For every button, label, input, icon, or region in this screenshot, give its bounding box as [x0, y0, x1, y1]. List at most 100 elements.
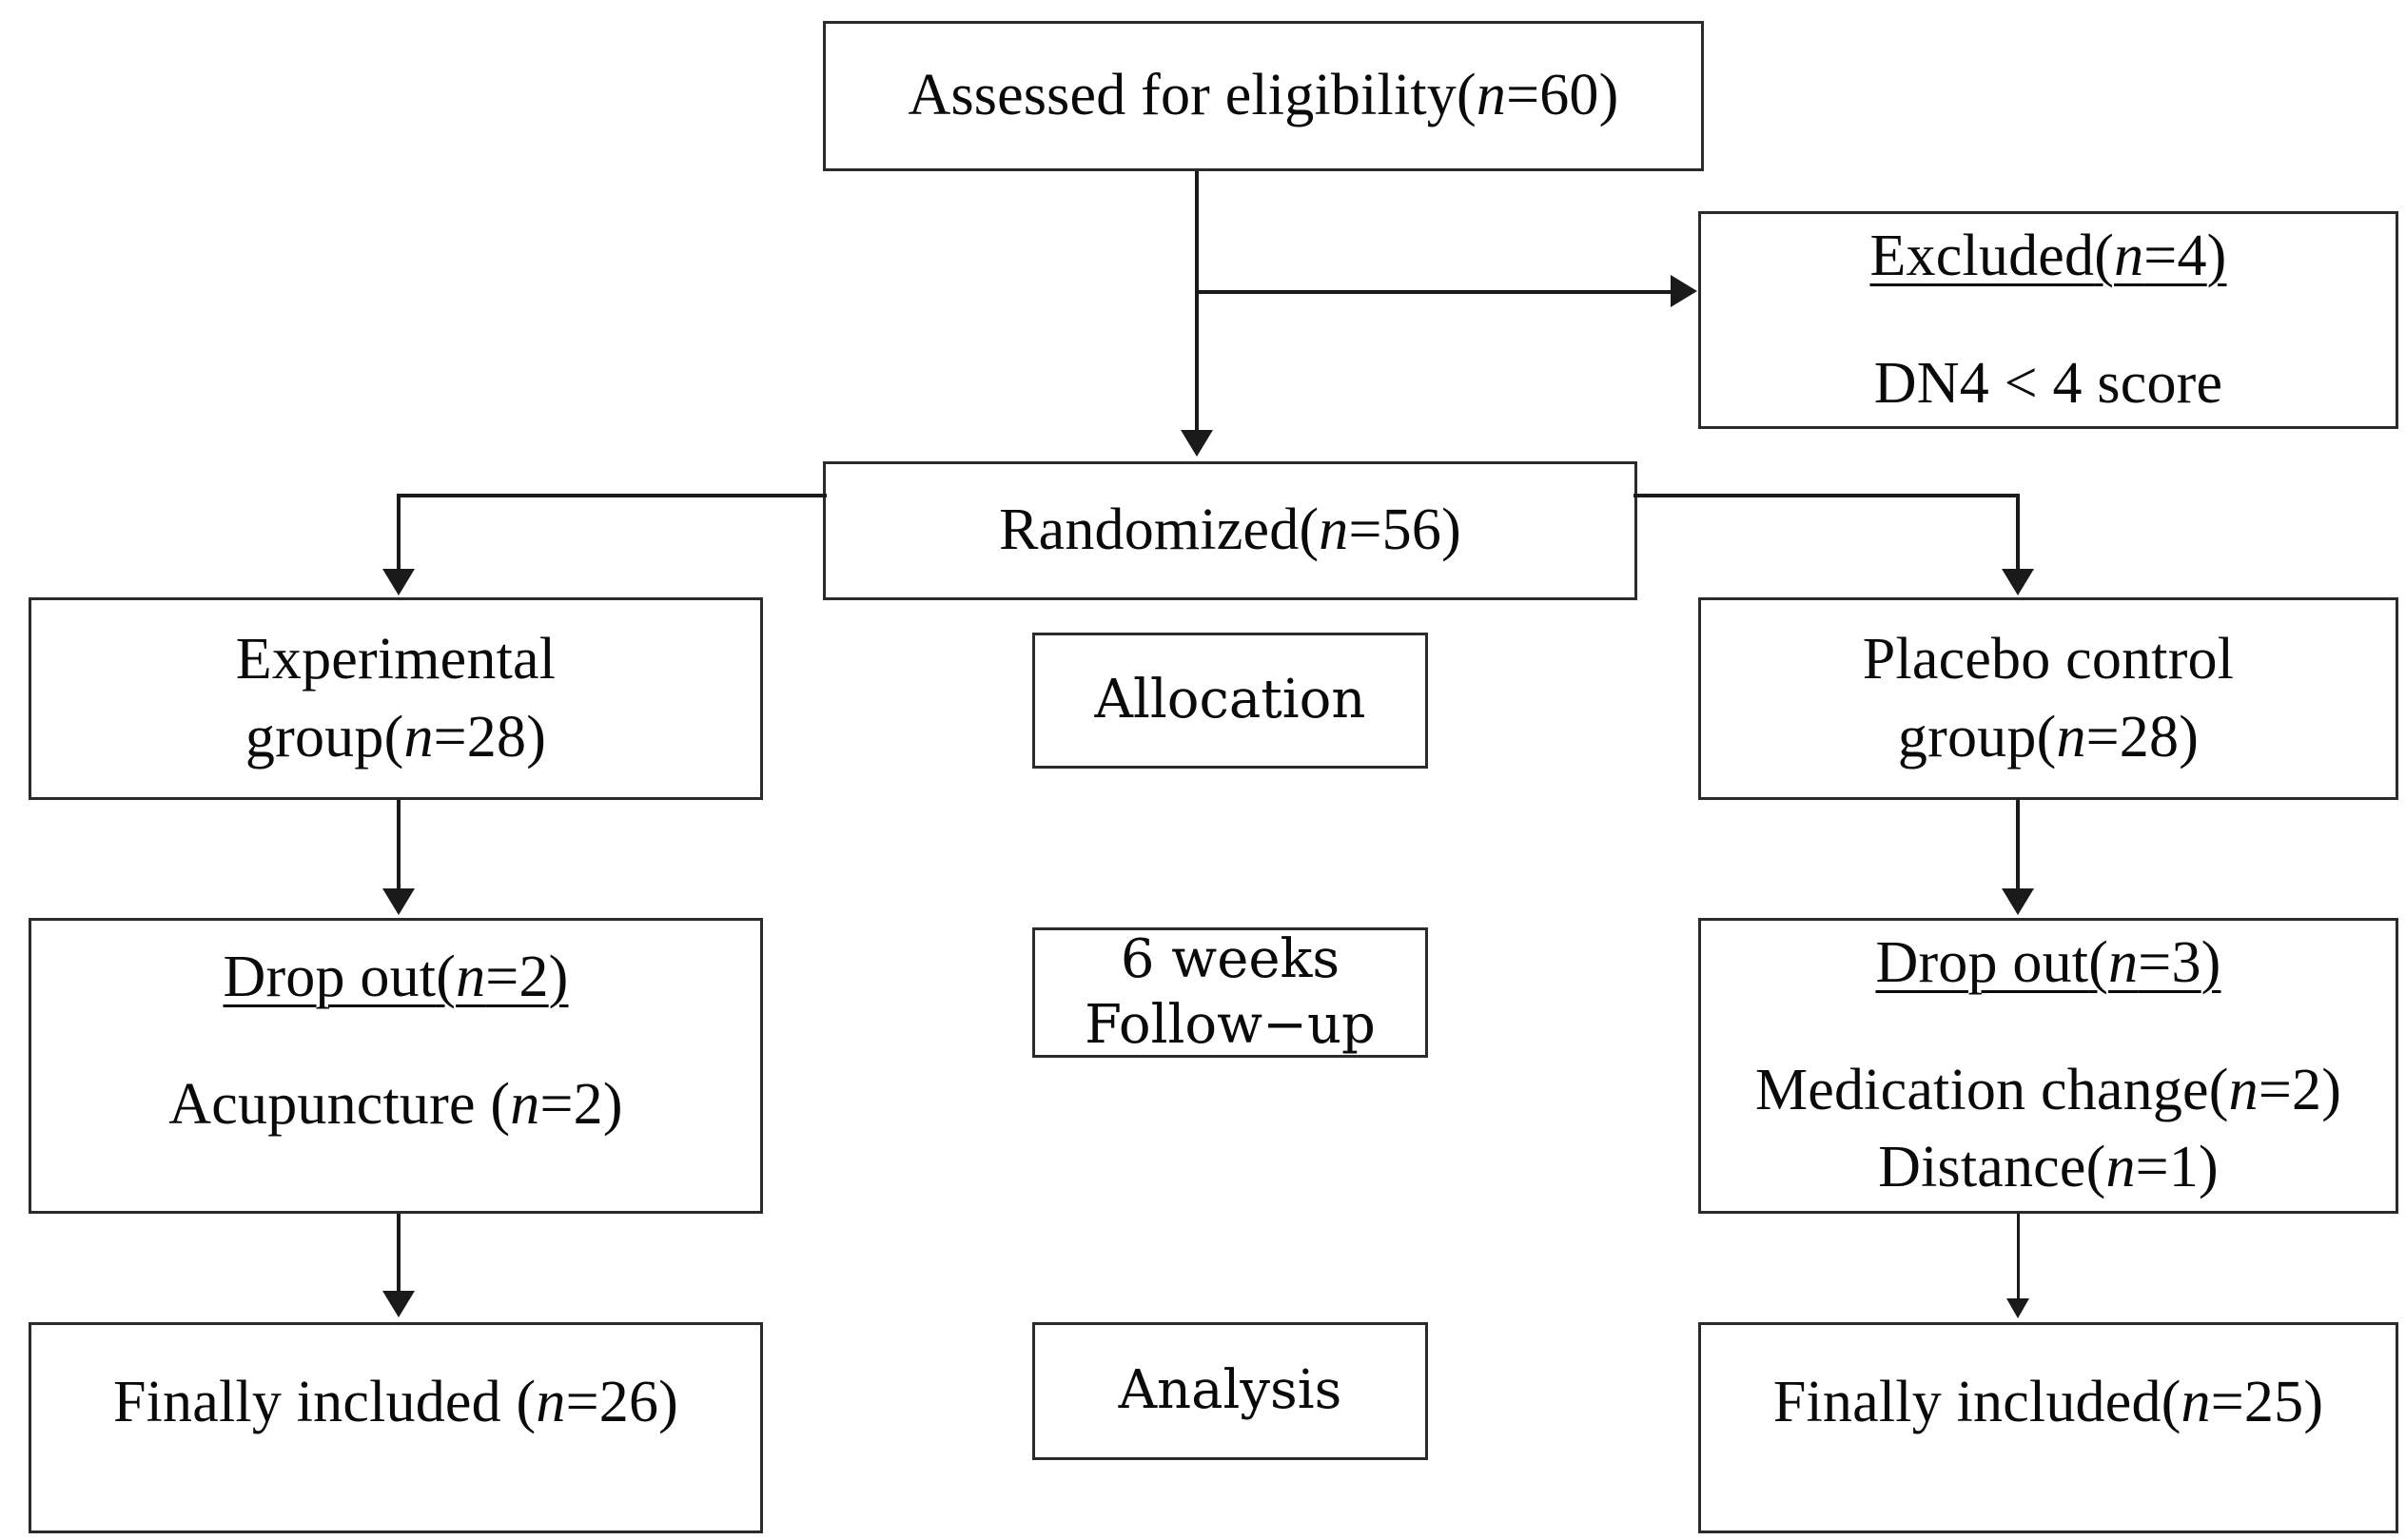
dropout-placebo-reason2-label: Distance: [1878, 1135, 2086, 1200]
assessed-label: Assessed for eligibility: [908, 63, 1457, 128]
dropout-experimental-paren-close: ): [548, 944, 569, 1009]
excluded-label: Excluded: [1869, 223, 2095, 288]
final-placebo-paren-close: ): [2303, 1370, 2324, 1435]
analysis-label: Analysis: [1118, 1359, 1342, 1422]
excluded-reason: DN4 < 4 score: [1873, 350, 2223, 416]
dropout-placebo-label: Drop out: [1875, 929, 2089, 995]
dropout-placebo-heading: Drop out(n=3): [1875, 925, 2220, 1003]
experimental-paren-open: (: [383, 704, 404, 770]
node-finally-included-placebo: Finally included(n=25): [1698, 1322, 2398, 1533]
dropout-placebo-reason2-n-symbol: n: [2105, 1135, 2136, 1200]
dropout-placebo-reason1-paren-close: ): [2321, 1057, 2342, 1122]
arrowhead-to-experimental: [382, 569, 415, 595]
connector-randomized-left: [397, 494, 827, 497]
dropout-placebo-reason1-n-symbol: n: [2228, 1057, 2259, 1122]
node-experimental-group: Experimental group(n=28): [29, 597, 763, 800]
placebo-n-value: =28: [2085, 704, 2180, 770]
connector-randomized-right: [1633, 494, 2020, 497]
dropout-experimental-n-symbol: n: [456, 944, 486, 1009]
dropout-placebo-reason-2: Distance(n=1): [1878, 1129, 2219, 1207]
excluded-n-value: =4: [2143, 223, 2207, 288]
placebo-group-label: group: [1897, 704, 2037, 770]
final-experimental-text: Finally included (n=26): [113, 1364, 678, 1442]
arrowhead-to-dropout-experimental: [382, 888, 415, 915]
randomized-label: Randomized: [999, 497, 1300, 563]
connector-dropout-to-final-experimental: [397, 1214, 401, 1294]
final-experimental-n-value: =26: [565, 1370, 659, 1435]
assessed-n-symbol: n: [1476, 63, 1507, 128]
dropout-placebo-paren-open: (: [2088, 929, 2109, 995]
followup-line-1: 6 weeks: [1120, 928, 1340, 991]
node-finally-included-experimental: Finally included (n=26): [29, 1322, 763, 1533]
final-placebo-n-symbol: n: [2181, 1370, 2211, 1435]
arrowhead-to-placebo: [2002, 569, 2034, 595]
arrowhead-to-final-experimental: [382, 1291, 415, 1317]
assessed-n-value: =60: [1506, 63, 1599, 128]
connector-assessed-trunk: [1195, 171, 1199, 430]
dropout-placebo-reason2-n-value: =1: [2135, 1135, 2200, 1200]
node-dropout-placebo: Drop out(n=3) Medication change(n=2) Dis…: [1698, 918, 2398, 1214]
final-experimental-paren-close: ): [658, 1370, 679, 1435]
excluded-paren-close: ): [2206, 223, 2227, 288]
connector-left-drop: [397, 494, 401, 572]
dropout-placebo-paren-close: ): [2201, 929, 2221, 995]
dropout-experimental-n-value: =2: [485, 944, 549, 1009]
assessed-paren-open: (: [1457, 63, 1477, 128]
placebo-line-1: Placebo control: [1862, 626, 2235, 692]
excluded-heading: Excluded(n=4): [1869, 218, 2226, 296]
final-experimental-n-symbol: n: [536, 1370, 566, 1435]
experimental-line-1: Experimental: [235, 626, 557, 692]
node-randomized: Randomized(n=56): [823, 461, 1637, 600]
placebo-paren-open: (: [2036, 704, 2057, 770]
dropout-placebo-reason-1: Medication change(n=2): [1755, 1052, 2341, 1130]
node-dropout-experimental: Drop out(n=2) Acupuncture (n=2): [29, 918, 763, 1214]
stage-label-allocation: Allocation: [1032, 633, 1428, 769]
arrowhead-to-excluded: [1671, 275, 1697, 307]
excluded-paren-open: (: [2094, 223, 2115, 288]
dropout-placebo-reason1-n-value: =2: [2258, 1057, 2322, 1122]
arrowhead-to-final-placebo: [2006, 1298, 2029, 1318]
connector-right-drop: [2016, 494, 2020, 572]
placebo-n-symbol: n: [2056, 704, 2086, 770]
connector-experimental-to-dropout: [397, 800, 401, 891]
final-placebo-paren-open: (: [2161, 1370, 2181, 1435]
randomized-text: Randomized(n=56): [999, 492, 1461, 570]
dropout-experimental-reason-n-value: =2: [539, 1071, 603, 1137]
experimental-line-2: group(n=28): [245, 699, 546, 777]
dropout-experimental-reason-paren-open: (: [490, 1071, 511, 1137]
node-assessed-for-eligibility: Assessed for eligibility(n=60): [823, 21, 1704, 171]
stage-label-analysis: Analysis: [1032, 1322, 1428, 1460]
dropout-placebo-reason1-label: Medication change: [1754, 1057, 2209, 1122]
excluded-n-symbol: n: [2114, 223, 2144, 288]
final-placebo-n-value: =25: [2210, 1370, 2304, 1435]
dropout-experimental-paren-open: (: [436, 944, 457, 1009]
randomized-paren-close: ): [1441, 497, 1461, 563]
node-excluded: Excluded(n=4) DN4 < 4 score: [1698, 211, 2398, 429]
dropout-placebo-n-value: =3: [2138, 929, 2201, 995]
followup-line-2: Follow−up: [1085, 993, 1376, 1056]
placebo-line-2: group(n=28): [1898, 699, 2199, 777]
assessed-text: Assessed for eligibility(n=60): [908, 57, 1618, 135]
dropout-placebo-reason2-paren-close: ): [2199, 1135, 2219, 1200]
arrowhead-to-dropout-placebo: [2002, 888, 2034, 915]
experimental-group-label: group: [245, 704, 384, 770]
randomized-n-symbol: n: [1319, 497, 1349, 563]
final-experimental-paren-open: (: [516, 1370, 537, 1435]
dropout-experimental-reason-paren-close: ): [602, 1071, 623, 1137]
dropout-placebo-n-symbol: n: [2108, 929, 2139, 995]
connector-dropout-to-final-placebo: [2017, 1214, 2020, 1299]
arrowhead-to-randomized: [1181, 430, 1213, 457]
randomized-n-value: =56: [1348, 497, 1442, 563]
assessed-paren-close: ): [1598, 63, 1619, 128]
randomized-paren-open: (: [1299, 497, 1320, 563]
experimental-paren-close: ): [526, 704, 547, 770]
dropout-placebo-reason1-paren-open: (: [2208, 1057, 2229, 1122]
experimental-n-symbol: n: [403, 704, 434, 770]
allocation-label: Allocation: [1094, 669, 1366, 731]
dropout-experimental-reason-n-symbol: n: [510, 1071, 540, 1137]
node-placebo-control-group: Placebo control group(n=28): [1698, 597, 2398, 800]
dropout-experimental-reason: Acupuncture (n=2): [168, 1066, 622, 1144]
stage-label-followup: 6 weeks Follow−up: [1032, 927, 1428, 1058]
dropout-experimental-heading: Drop out(n=2): [223, 939, 568, 1017]
